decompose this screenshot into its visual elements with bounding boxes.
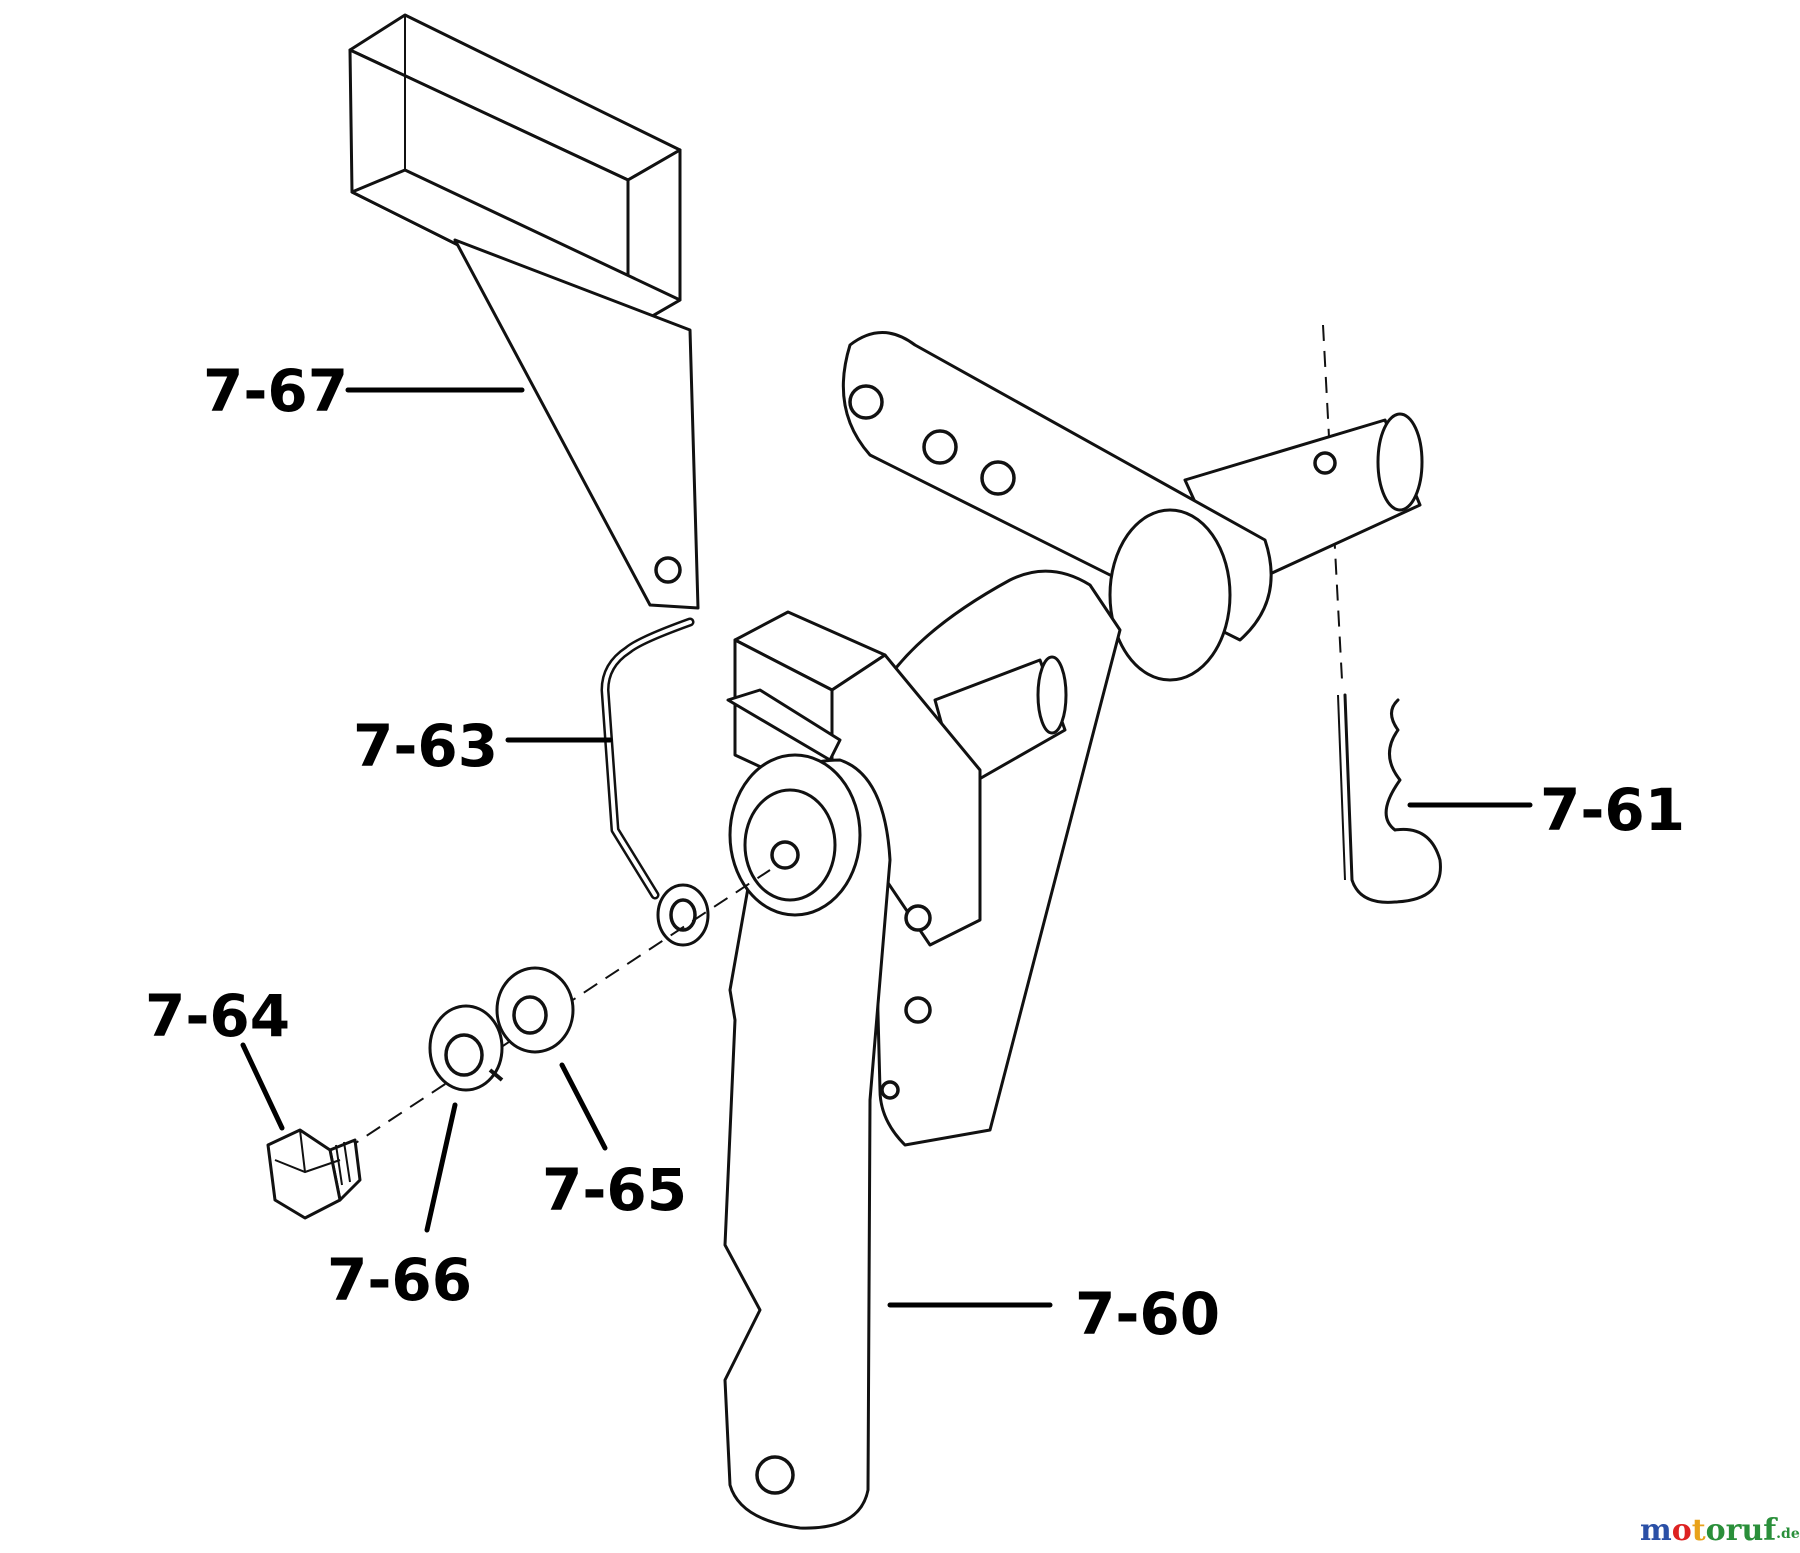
bracket-7-67: [348, 13, 700, 610]
lift-arm-7-60: [723, 331, 1424, 1530]
watermark-logo: motoruf.de: [1640, 1513, 1800, 1548]
spring-rod-7-63: [600, 617, 710, 947]
svg-text:motoruf.de: motoruf.de: [1640, 1513, 1800, 1548]
callout-7-65: 7-65: [542, 1156, 687, 1224]
callout-7-66: 7-66: [327, 1246, 472, 1314]
hitch-pin-7-61: [1322, 324, 1442, 904]
callout-7-63: 7-63: [353, 712, 498, 780]
hex-bolt-7-64: [266, 1128, 362, 1220]
callout-7-67: 7-67: [203, 357, 348, 425]
callout-7-61: 7-61: [1540, 776, 1685, 844]
flat-washer-7-65: [495, 966, 575, 1054]
leader-lines: [240, 387, 1533, 1308]
lock-washer-7-66: [428, 1004, 504, 1092]
callout-7-64: 7-64: [145, 982, 290, 1050]
assembly-axis: [344, 869, 771, 1151]
callout-7-60: 7-60: [1075, 1280, 1220, 1348]
